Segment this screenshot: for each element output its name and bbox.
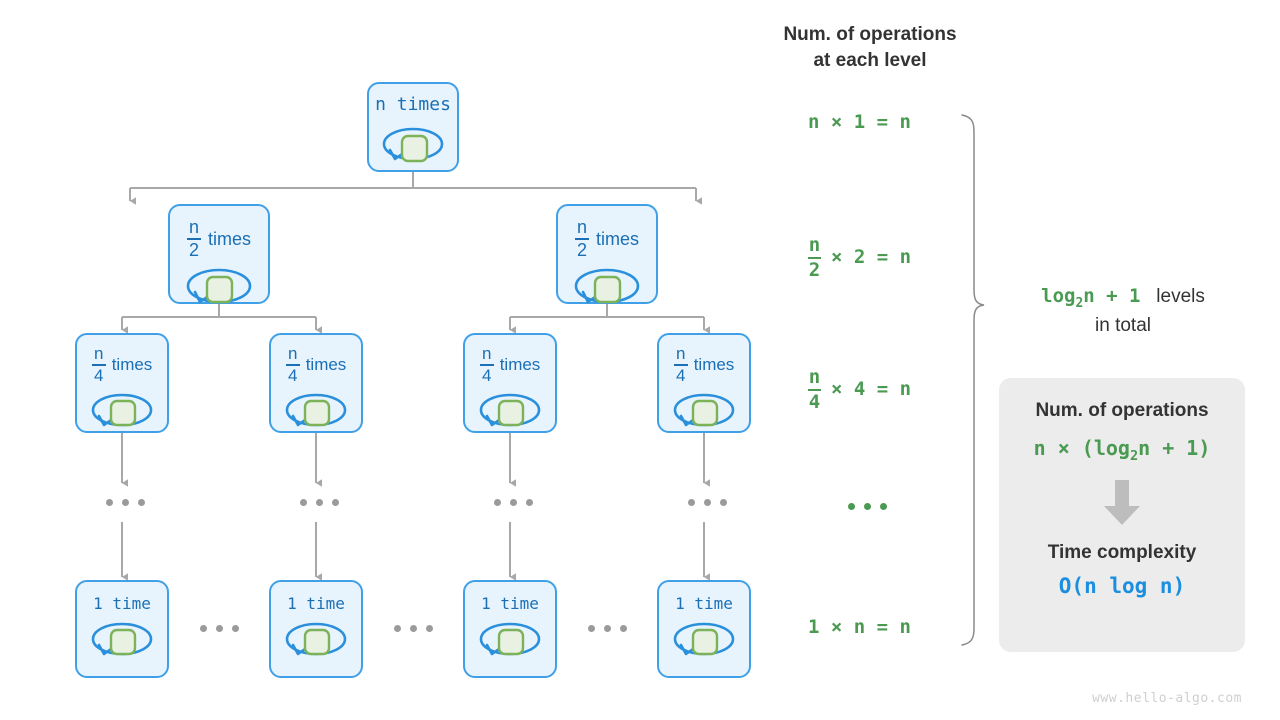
node-l3-4[interactable]: n 4 times xyxy=(657,333,751,433)
node-l1-1-label: n times xyxy=(375,94,451,115)
self-loop-icon xyxy=(473,615,547,666)
node-l3-2-label: n 4 times xyxy=(285,345,347,384)
fraction-n-over-2: n 2 xyxy=(574,217,589,260)
node-l2-2[interactable]: n 2 times xyxy=(556,204,658,304)
fraction-n-over-2: n 2 xyxy=(186,217,201,260)
times-text: times xyxy=(207,228,251,249)
summary-card: Num. of operations n × (log2n + 1) Time … xyxy=(999,378,1245,652)
node-l3-2[interactable]: n 4 times xyxy=(269,333,363,433)
self-loop-icon xyxy=(279,386,353,437)
formula-level-last: 1 × n = n xyxy=(808,618,911,637)
vertical-ellipsis-4 xyxy=(688,499,727,506)
self-loop-icon xyxy=(85,386,159,437)
self-loop-icon xyxy=(279,615,353,666)
self-loop-icon xyxy=(181,261,257,314)
node-l2-1-label: n 2 times xyxy=(186,217,251,260)
summary-complexity-heading: Time complexity xyxy=(1047,542,1197,563)
node-l3-1-label: n 4 times xyxy=(91,345,153,384)
node-l4-3-label: 1 time xyxy=(481,594,539,613)
node-l2-1[interactable]: n 2 times xyxy=(168,204,270,304)
times-text: times xyxy=(499,355,541,374)
formula-level-1: n × 1 = n xyxy=(808,113,958,132)
vertical-ellipsis-1 xyxy=(106,499,145,506)
levels-brace xyxy=(961,114,985,646)
node-l3-3[interactable]: n 4 times xyxy=(463,333,557,433)
node-l4-3[interactable]: 1 time xyxy=(463,580,557,678)
summary-complexity-result: O(n log n) xyxy=(1058,574,1186,598)
summary-operations-formula: n × (log2n + 1) xyxy=(1033,436,1211,464)
summary-operations-heading: Num. of operations xyxy=(1035,400,1209,421)
formula-level-3-text: × 4 = n xyxy=(831,378,912,401)
operations-column-title: Num. of operations at each level xyxy=(783,24,957,71)
self-loop-icon xyxy=(569,261,645,314)
self-loop-icon xyxy=(667,386,741,437)
fraction-n-over-4: n 4 xyxy=(285,345,300,384)
fraction-n-over-4: n 4 xyxy=(808,366,821,413)
node-l2-2-label: n 2 times xyxy=(574,217,639,260)
node-l4-1-label: 1 time xyxy=(93,594,151,613)
down-arrow-icon xyxy=(1102,480,1142,526)
watermark: www.hello-algo.com xyxy=(1092,691,1242,706)
levels-word: levels xyxy=(1145,286,1205,307)
times-text: times xyxy=(595,228,639,249)
node-l4-4[interactable]: 1 time xyxy=(657,580,751,678)
formula-level-last-text: 1 × n = n xyxy=(808,616,911,638)
node-l4-4-label: 1 time xyxy=(675,594,733,613)
formula-level-2: n 2 × 2 = n xyxy=(808,236,911,280)
node-l3-1[interactable]: n 4 times xyxy=(75,333,169,433)
self-loop-icon xyxy=(377,120,449,171)
vertical-ellipsis-3 xyxy=(494,499,533,506)
times-text: times xyxy=(305,355,347,374)
node-l4-2[interactable]: 1 time xyxy=(269,580,363,678)
formula-ellipsis xyxy=(848,503,887,510)
levels-total-note: log2n + 1 levels in total xyxy=(1000,283,1246,339)
horizontal-ellipsis-1 xyxy=(200,625,239,632)
self-loop-icon xyxy=(473,386,547,437)
times-text: times xyxy=(693,355,735,374)
formula-level-3: n 4 × 4 = n xyxy=(808,368,911,412)
times-text: times xyxy=(111,355,153,374)
node-l4-1[interactable]: 1 time xyxy=(75,580,169,678)
node-l4-2-label: 1 time xyxy=(287,594,345,613)
fraction-n-over-4: n 4 xyxy=(673,345,688,384)
horizontal-ellipsis-3 xyxy=(588,625,627,632)
formula-level-1-text: n × 1 = n xyxy=(808,111,911,133)
node-l3-4-label: n 4 times xyxy=(673,345,735,384)
vertical-ellipsis-2 xyxy=(300,499,339,506)
levels-formula: log2n + 1 xyxy=(1041,285,1141,311)
node-l3-3-label: n 4 times xyxy=(479,345,541,384)
levels-word-2: in total xyxy=(1095,314,1151,336)
fraction-n-over-4: n 4 xyxy=(479,345,494,384)
node-l1-1[interactable]: n times xyxy=(367,82,459,172)
fraction-n-over-2: n 2 xyxy=(808,234,821,281)
self-loop-icon xyxy=(667,615,741,666)
formula-level-2-text: × 2 = n xyxy=(831,246,912,269)
self-loop-icon xyxy=(85,615,159,666)
fraction-n-over-4: n 4 xyxy=(91,345,106,384)
horizontal-ellipsis-2 xyxy=(394,625,433,632)
